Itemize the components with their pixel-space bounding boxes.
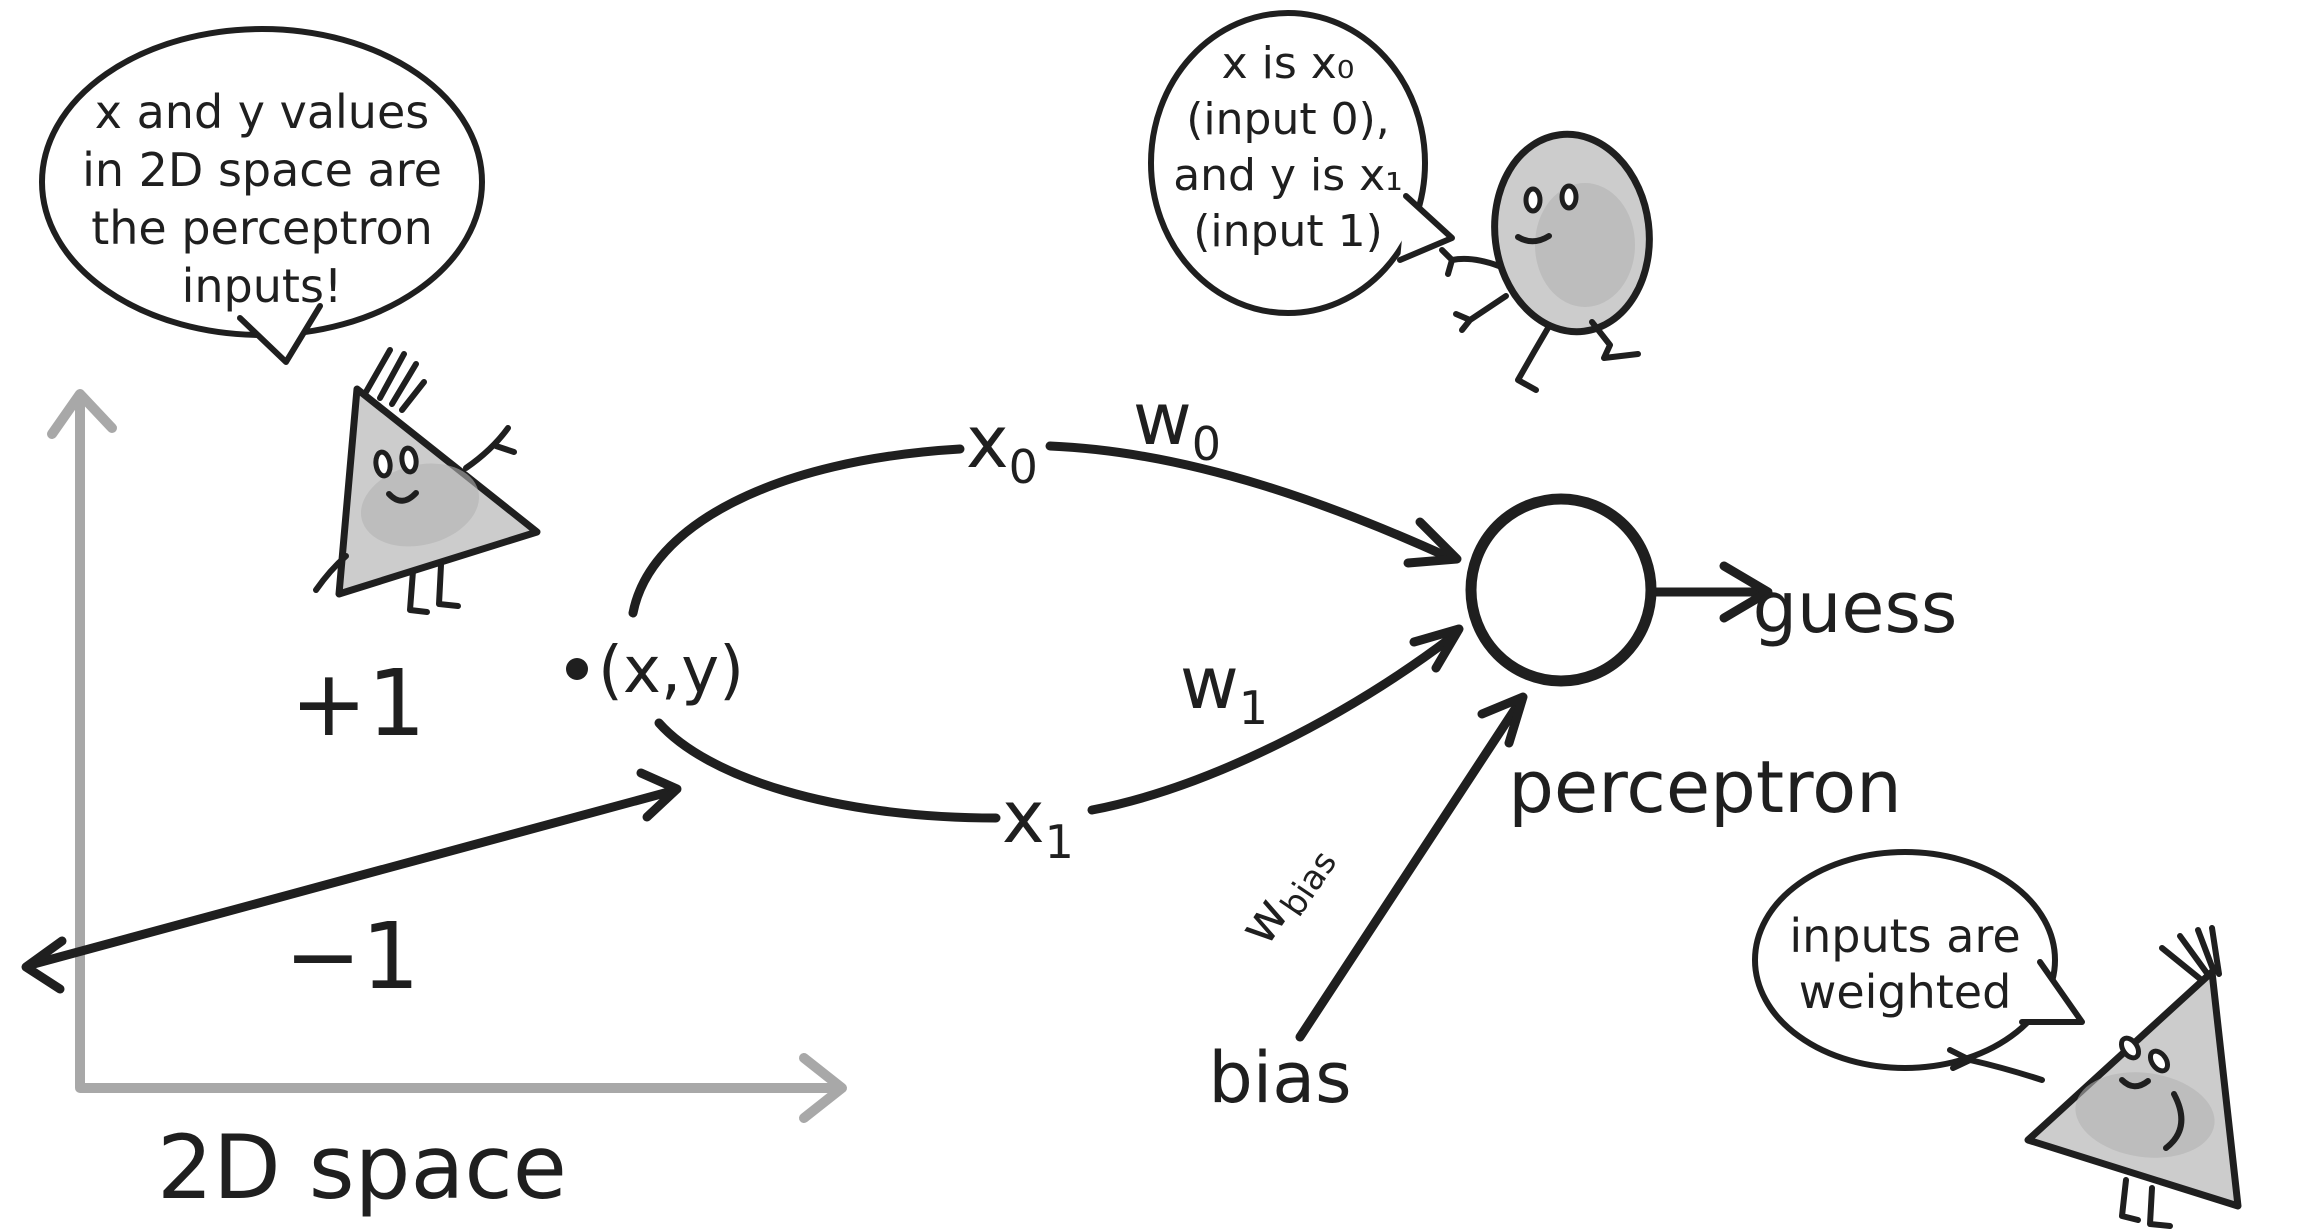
input1-subscript: 1 (1045, 815, 1074, 869)
y-axis-arrowhead-icon (47, 389, 117, 439)
eye-icon (2147, 1048, 2171, 1074)
x-axis-arrowhead-icon (799, 1053, 847, 1123)
boundary-right-arrowhead-icon (636, 768, 682, 822)
triangle-character-right (1947, 925, 2242, 1229)
speech-bubble-top-left: x and y values in 2D space are the perce… (39, 26, 485, 365)
input0-subscript: 0 (1009, 440, 1038, 494)
perceptron-network: x0 w0 x1 w1 wbias bias perceptron guess (628, 377, 1958, 1119)
guess-arrowhead-icon (1719, 561, 1773, 623)
bubble-tail (237, 303, 323, 365)
weight0-subscript: 0 (1192, 417, 1221, 471)
bubble-ellipse (1148, 10, 1428, 316)
boundary-line (25, 786, 677, 970)
arm (313, 553, 349, 593)
input1-curve-left (654, 718, 1001, 823)
bubble-tail (1397, 193, 1455, 263)
smile-icon (1515, 233, 1552, 245)
bubble-line: the perceptron (91, 201, 433, 255)
bubble-line: in 2D space are (82, 143, 442, 197)
eye-icon (1559, 183, 1579, 211)
legs (2119, 1177, 2173, 1229)
input1-arrowhead-icon (1409, 624, 1464, 673)
bubble-line: x is x₀ (1222, 38, 1355, 89)
bubble-line: inputs! (182, 259, 343, 313)
bias-label: bias (1208, 1037, 1351, 1119)
bubble-ellipse (1752, 849, 2058, 1071)
bias-arrowhead-icon (1477, 692, 1528, 748)
input0-curve-left (628, 444, 965, 618)
smile-icon (386, 490, 419, 504)
axes-lines (75, 391, 843, 1093)
perceptron-label: perceptron (1508, 745, 1902, 829)
2d-space-plot: 2D space +1 −1 (x,y) (21, 389, 847, 1219)
input0-label: x0 (966, 400, 1038, 494)
weight-bias-label: wbias (1228, 829, 1345, 959)
blob-character (1439, 130, 1653, 393)
arm (1453, 293, 1509, 333)
legs (407, 562, 461, 615)
data-point-dot (566, 658, 588, 680)
smile-icon (2119, 1077, 2151, 1090)
speech-bubble-top-right: x is x₀ (input 0), and y is x₁ (input 1) (1148, 10, 1455, 316)
input0-base: x (966, 400, 1009, 484)
weight1-label: w1 (1180, 641, 1268, 735)
input1-base: x (1002, 775, 1045, 859)
perceptron-node (1465, 493, 1657, 687)
eye-icon (1523, 186, 1543, 214)
boundary-left-arrowhead-icon (21, 936, 67, 994)
eye-icon (399, 445, 419, 475)
arm (463, 425, 517, 471)
weight1-base: w (1180, 641, 1239, 725)
bias-arrow (1295, 701, 1522, 1042)
bubble-line: and y is x₁ (1173, 150, 1403, 201)
arm (1439, 247, 1502, 277)
input0-curve-right (1045, 441, 1453, 562)
hair-icon (2159, 925, 2222, 985)
input1-curve-right (1087, 632, 1457, 815)
weight1-subscript: 1 (1239, 681, 1268, 735)
hair-icon (363, 347, 427, 413)
guess-label: guess (1753, 567, 1958, 649)
legs (1515, 319, 1641, 393)
bubble-line: weighted (1799, 965, 2012, 1019)
weight0-label: w0 (1133, 377, 1221, 471)
plot-caption: 2D space (157, 1116, 567, 1219)
speech-bubble-bottom-right: inputs are weighted (1752, 849, 2085, 1071)
input0-arrowhead-icon (1403, 517, 1462, 568)
grin-curve-icon (2163, 1091, 2185, 1151)
eye-icon (2118, 1035, 2142, 1061)
body-shading (360, 463, 480, 547)
triangle-character-left (313, 347, 541, 615)
weight0-base: w (1133, 377, 1192, 461)
body-shading (1535, 183, 1635, 307)
positive-region-label: +1 (290, 650, 426, 757)
bubble-line: inputs are (1789, 909, 2020, 963)
bubble-line: (input 1) (1193, 206, 1383, 257)
data-point-label: (x,y) (598, 634, 744, 708)
eye-icon (373, 449, 393, 479)
arm (1947, 1047, 2045, 1083)
bubble-line: (input 0), (1186, 94, 1389, 145)
input1-label: x1 (1002, 775, 1074, 869)
bubble-tail (2019, 959, 2085, 1025)
bubble-line: x and y values (95, 85, 429, 139)
negative-region-label: −1 (284, 903, 420, 1010)
